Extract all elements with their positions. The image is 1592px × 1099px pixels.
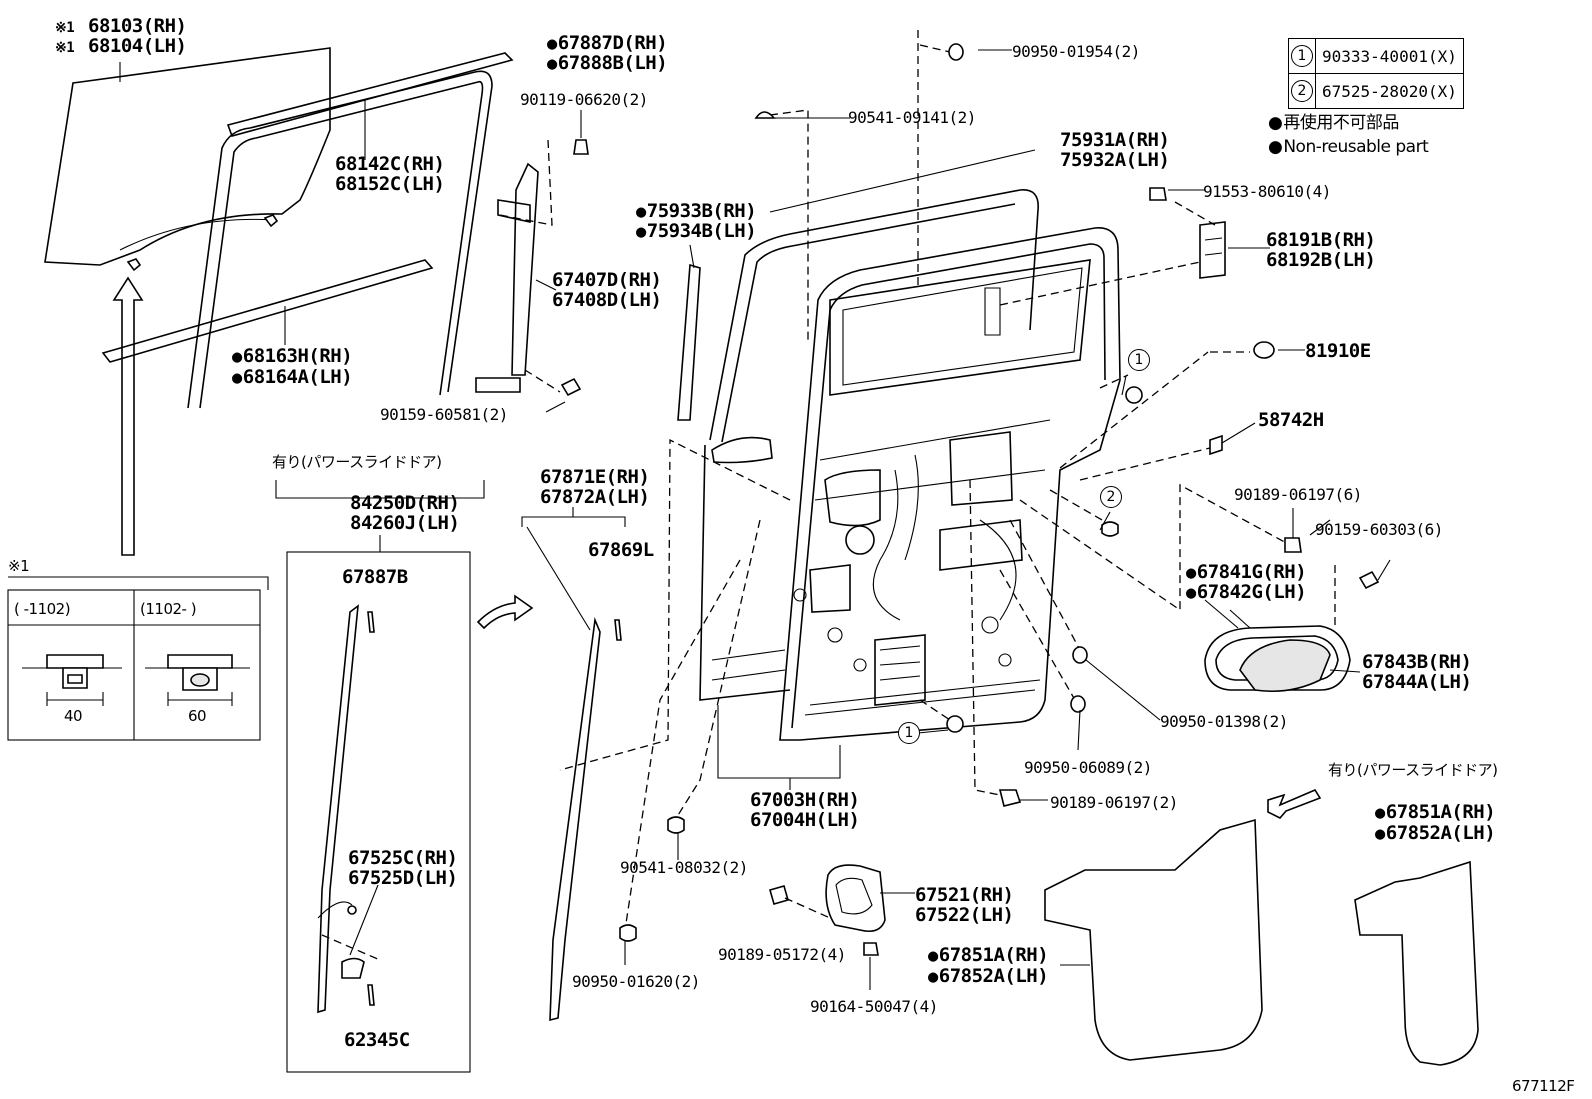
part-90950-01620: 90950-01620(2) [572,972,700,991]
note-power-slide-1: 有り(パワースライドドア) [272,453,442,471]
inset-range-b: (1102- ) [140,600,197,618]
lock-cover [825,864,886,933]
part-75931a: 75931A(RH) [1060,129,1170,151]
arrow-curved-icon [476,594,534,630]
door-trim-lower-power [1354,860,1479,1066]
glass-mark-lh: ※1 [55,40,75,56]
glass-mark-rh: ※1 [55,20,75,36]
part-84260j: 84260J(LH) [350,512,460,534]
part-75932a: 75932A(LH) [1060,149,1170,171]
part-67869l: 67869L [588,539,654,561]
rear-garnish-67871e [549,616,601,1022]
part-84250d: 84250D(RH) [350,492,460,514]
part-67851a-std: 67851A(RH) [928,945,1049,966]
power-slide-frame [286,551,471,1073]
door-panel-outer [709,189,1039,441]
part-90541-09141: 90541-09141(2) [848,108,976,127]
inset-dim-a: 40 [64,707,83,725]
part-67852a-std: 67852A(LH) [928,966,1049,987]
legend-part-1: 90333-40001(X) [1315,38,1464,74]
part-90950-01398: 90950-01398(2) [1160,712,1288,731]
part-67852a-power: 67852A(LH) [1375,823,1496,844]
part-67522: 67522(LH) [915,904,1014,926]
part-67525d: 67525D(LH) [348,867,458,889]
part-58742h: 58742H [1258,409,1324,431]
handle-bezel [1204,625,1351,691]
up-arrow-icon [112,276,144,556]
part-67525c: 67525C(RH) [348,847,458,869]
part-90159-60581: 90159-60581(2) [380,405,508,424]
part-68192b: 68192B(LH) [1266,249,1376,271]
inset-range-a: ( -1102) [14,600,71,618]
part-67871e: 67871E(RH) [540,466,650,488]
part-67841g: 67841G(RH) [1186,562,1307,583]
inside-handle [1239,639,1331,693]
touch-sensor-strip [317,604,359,1014]
part-68163h: 68163H(RH) [232,346,353,367]
callout-1-icon: 1 [1128,349,1150,371]
part-67872a: 67872A(LH) [540,486,650,508]
part-91553: 91553-80610(4) [1203,182,1331,201]
part-90189-06197-2: 90189-06197(2) [1050,793,1178,812]
part-68142c: 68142C(RH) [335,153,445,175]
part-67004h: 67004H(LH) [750,809,860,831]
part-90119: 90119-06620(2) [520,90,648,109]
part-67851a-power: 67851A(RH) [1375,802,1496,823]
door-panel-inner [779,227,1121,741]
part-67842g: 67842G(LH) [1186,582,1307,603]
footnote-mark: ※1 [8,557,30,575]
part-67843b: 67843B(RH) [1362,651,1472,673]
part-68164a: 68164A(LH) [232,367,353,388]
part-90189-05172: 90189-05172(4) [718,945,846,964]
door-trim-lower [1044,818,1263,1061]
figure-code: 677112F [1512,1077,1575,1095]
legend-nonreusable-jp: 再使用不可部品 [1268,113,1399,133]
part-90189-06197-6: 90189-06197(6) [1234,485,1362,504]
weatherstrip-75933b [677,263,701,421]
part-67887d: 67887D(RH) [547,33,668,54]
part-68104: 68104(LH) [88,35,187,57]
part-75933b: 75933B(RH) [636,201,757,222]
legend-table: 1 90333-40001(X) 2 67525-28020(X) [1288,38,1464,109]
part-90950-06089: 90950-06089(2) [1024,758,1152,777]
part-90159-60303: 90159-60303(6) [1315,520,1443,539]
part-90950-01954: 90950-01954(2) [1012,42,1140,61]
belt-moulding [101,259,434,363]
legend-row: 2 67525-28020(X) [1288,73,1464,109]
inset-dim-b: 60 [188,707,207,725]
division-bar [511,162,539,376]
arrow-power-slide-icon [1267,788,1322,819]
part-67408d: 67408D(LH) [552,289,662,311]
legend-nonreusable-en: Non-reusable part [1268,137,1428,157]
part-67003h: 67003H(RH) [750,789,860,811]
part-68152c: 68152C(LH) [335,173,445,195]
callout-1-icon: 1 [898,722,920,744]
part-67844a: 67844A(LH) [1362,671,1472,693]
part-75934b: 75934B(LH) [636,221,757,242]
part-67521: 67521(RH) [915,884,1014,906]
part-68191b: 68191B(RH) [1266,229,1376,251]
legend-part-2: 67525-28020(X) [1315,73,1464,109]
part-90541-08032: 90541-08032(2) [620,858,748,877]
door-glass-outline [44,47,331,266]
callout-2-icon: 2 [1291,80,1313,102]
part-81910e: 81910E [1305,340,1371,362]
callout-2-icon: 2 [1100,486,1122,508]
part-62345c: 62345C [344,1029,410,1051]
part-67887b: 67887B [342,566,408,588]
part-68103: 68103(RH) [88,15,187,37]
part-90164: 90164-50047(4) [810,997,938,1016]
part-67407d: 67407D(RH) [552,269,662,291]
note-power-slide-2: 有り(パワースライドドア) [1328,761,1498,779]
legend-row: 1 90333-40001(X) [1288,38,1464,74]
part-67888b: 67888B(LH) [547,53,668,74]
callout-1-icon: 1 [1291,45,1313,67]
